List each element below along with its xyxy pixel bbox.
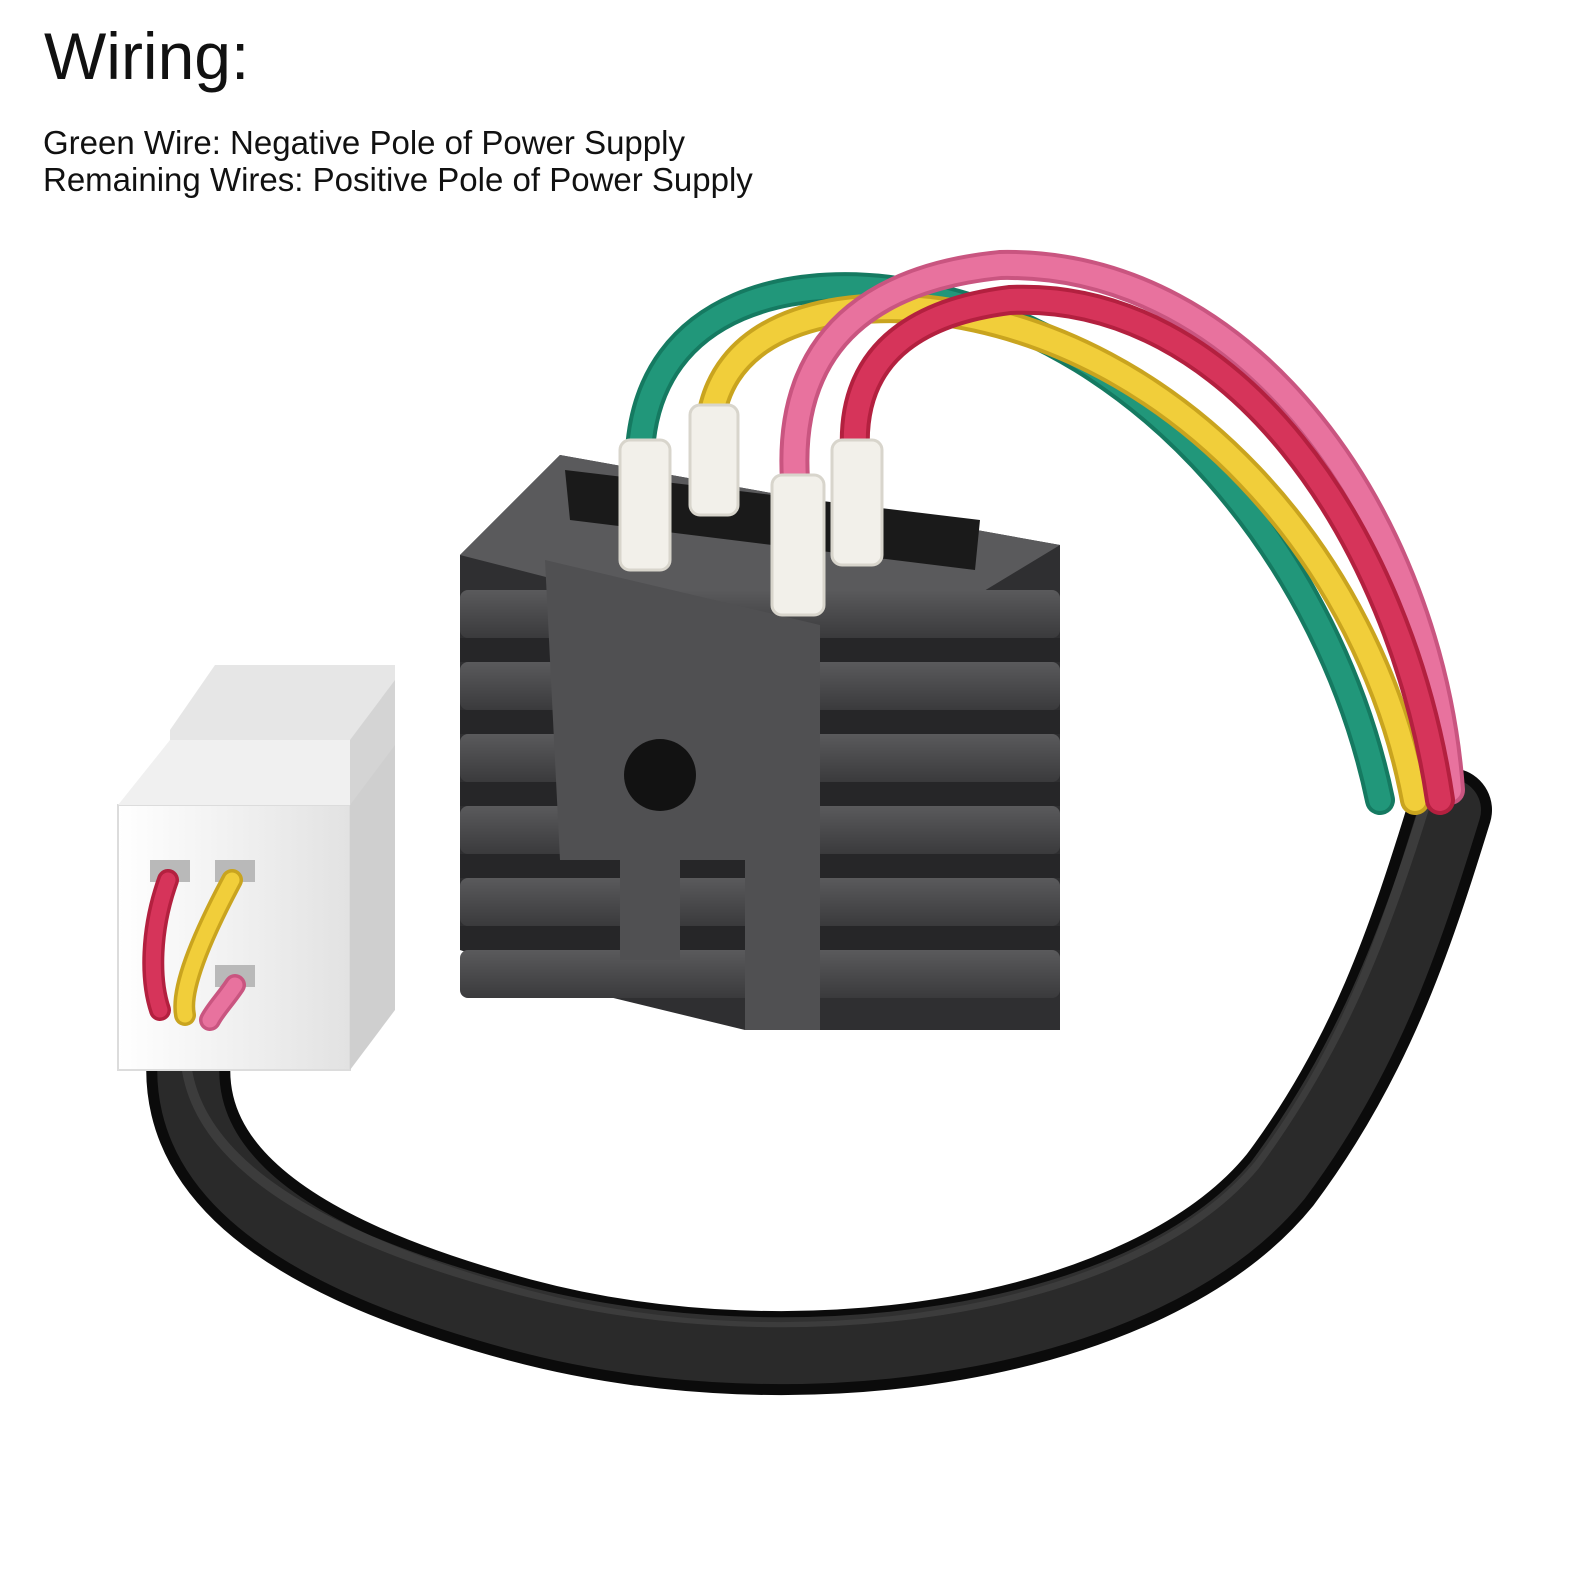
wiring-heading: Wiring: [44, 19, 250, 93]
wire-bundle [625, 249, 1465, 815]
remaining-wires-note: Remaining Wires: Positive Pole of Power … [43, 161, 753, 198]
plug-wires [142, 869, 246, 1031]
wiring-description: Green Wire: Negative Pole of Power Suppl… [43, 124, 753, 198]
green-wire-note: Green Wire: Negative Pole of Power Suppl… [43, 124, 685, 161]
connector-plug [117, 665, 395, 1071]
heatsink [460, 455, 1060, 1030]
cable-sheath [146, 768, 1492, 1396]
terminal-sleeves [618, 403, 884, 617]
mounting-hole [624, 739, 696, 811]
